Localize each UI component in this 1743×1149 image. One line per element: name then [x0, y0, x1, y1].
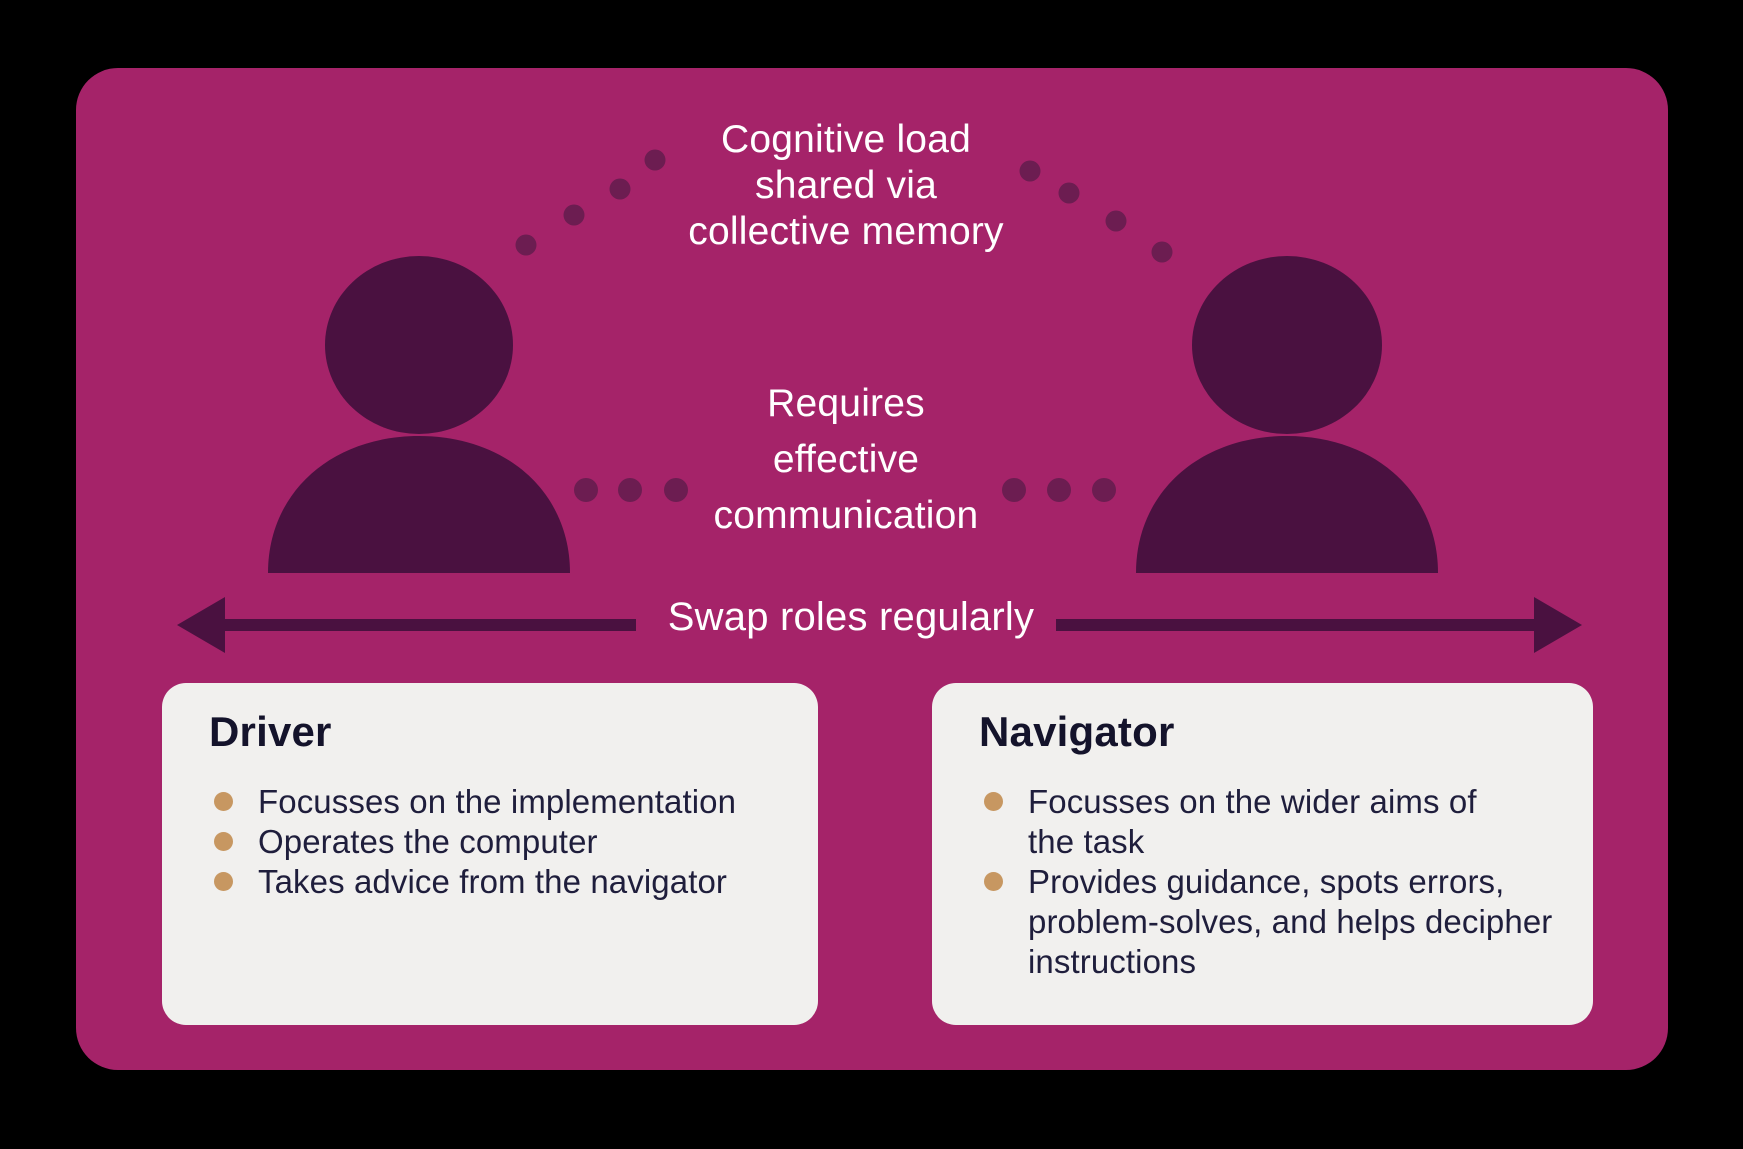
dotted-line-right-icon [1002, 478, 1116, 502]
navigator-bullet-item: Provides guidance, spots errors, problem… [984, 862, 1563, 982]
swap-roles-label: Swap roles regularly [667, 595, 1035, 639]
driver-bullet-list: Focusses on the implementation Operates … [162, 782, 818, 902]
navigator-bullet-item: Focusses on the wider aims of the task [984, 782, 1498, 862]
driver-card: Driver Focusses on the implementation Op… [162, 683, 818, 1025]
driver-bullet-item: Takes advice from the navigator [214, 862, 818, 902]
cognitive-load-annotation: Cognitive load shared via collective mem… [571, 117, 1121, 255]
annotation-line: Cognitive load [721, 118, 971, 161]
dotted-arc-left-icon [515, 149, 666, 256]
annotation-line: communication [713, 494, 979, 537]
navigator-card: Navigator Focusses on the wider aims of … [932, 683, 1593, 1025]
driver-card-title: Driver [209, 708, 332, 755]
navigator-card-title: Navigator [979, 708, 1175, 755]
annotation-line: effective [772, 438, 920, 481]
annotation-line: Requires [767, 382, 925, 425]
dotted-line-left-icon [574, 478, 688, 502]
dotted-arc-right-icon [1019, 160, 1173, 263]
navigator-silhouette-icon [1136, 256, 1438, 573]
annotation-line: shared via [755, 164, 937, 207]
driver-bullet-item: Operates the computer [214, 822, 818, 862]
driver-bullet-item: Focusses on the implementation [214, 782, 818, 822]
communication-annotation: Requires effective communication [571, 376, 1121, 544]
navigator-bullet-list: Focusses on the wider aims of the task P… [932, 782, 1593, 982]
driver-silhouette-icon [268, 256, 570, 573]
swap-arrow-icon [177, 597, 1582, 653]
annotation-line: collective memory [688, 210, 1004, 253]
